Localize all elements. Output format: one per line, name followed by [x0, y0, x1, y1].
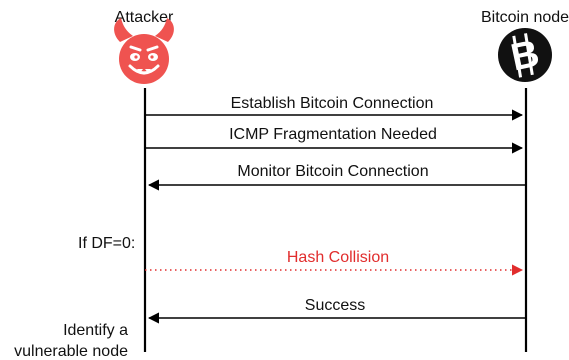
message-label-establish-connection: Establish Bitcoin Connection — [231, 95, 434, 112]
devil-face-icon — [114, 18, 174, 84]
attacker-label: Attacker — [115, 9, 174, 26]
message-label-monitor-connection: Monitor Bitcoin Connection — [237, 163, 428, 180]
message-label-icmp-fragmentation: ICMP Fragmentation Needed — [229, 126, 437, 143]
bitcoin-node-label: Bitcoin node — [481, 9, 569, 26]
bitcoin-icon: B — [498, 28, 552, 82]
message-label-success: Success — [305, 297, 365, 314]
identify-note-line1: Identify a — [63, 322, 128, 339]
if-df-note: If DF=0: — [78, 235, 135, 252]
message-label-hash-collision: Hash Collision — [287, 249, 389, 266]
identify-note-line2: vulnerable node — [14, 343, 128, 360]
